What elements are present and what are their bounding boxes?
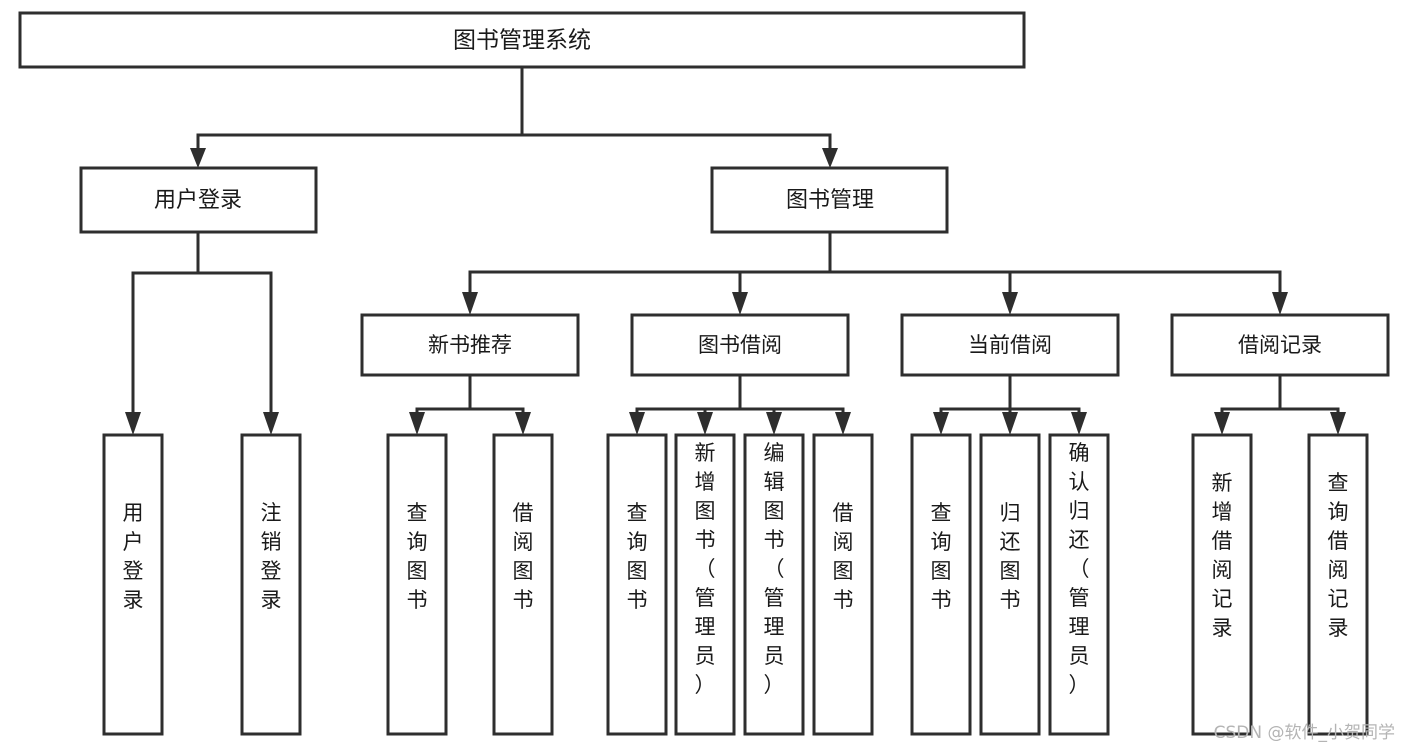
leaf-borrow-record-query[interactable]: 查询借阅记录 (1307, 433, 1369, 736)
leaf-book-borrow-edit[interactable]: 编辑图书（管理员） (743, 433, 805, 736)
leaf-current-borrow-confirm-label: 确认归还（管理员） (1069, 441, 1090, 697)
leaf-user-login-login-box[interactable] (102, 433, 164, 736)
node-new-book-recommend-label: 新书推荐 (428, 333, 512, 357)
leaf-book-borrow-query-label: 查询图书 (627, 501, 648, 612)
leaf-new-book-query-label: 查询图书 (407, 501, 428, 612)
arrow-head-new-book (462, 292, 478, 315)
leaf-book-borrow-borrow[interactable]: 借阅图书 (812, 433, 874, 736)
leaf-borrow-record-add[interactable]: 新增借阅记录 (1191, 433, 1253, 736)
node-book-borrow-label: 图书借阅 (698, 333, 782, 357)
leaf-borrow-record-query-box[interactable] (1307, 433, 1369, 736)
arrow-head-leaf-logout-login (263, 412, 279, 435)
arrow-head-cb-leaf-1 (933, 412, 949, 435)
leaf-book-borrow-query-box[interactable] (606, 433, 668, 736)
leaf-book-borrow-add-box[interactable] (674, 433, 736, 736)
leaf-current-borrow-return-label: 归还图书 (1000, 501, 1021, 612)
node-borrow-record-label: 借阅记录 (1238, 333, 1322, 357)
node-user-login-box[interactable] (79, 166, 318, 234)
leaf-current-borrow-query-box[interactable] (910, 433, 972, 736)
leaf-borrow-record-query-label: 查询借阅记录 (1328, 471, 1349, 640)
node-book-borrow[interactable]: 图书借阅 (630, 313, 850, 377)
arrow-head-bb-leaf-4 (835, 412, 851, 435)
arrow-head-bb-leaf-3 (766, 412, 782, 435)
node-book-management[interactable]: 图书管理 (710, 166, 949, 234)
leaf-current-borrow-query-label: 查询图书 (931, 501, 952, 612)
node-current-borrow[interactable]: 当前借阅 (900, 313, 1120, 377)
leaf-user-login-login-label: 用户登录 (123, 501, 144, 612)
node-new-book-recommend[interactable]: 新书推荐 (360, 313, 580, 377)
node-current-borrow-box[interactable] (900, 313, 1120, 377)
leaf-borrow-record-add-label: 新增借阅记录 (1212, 471, 1233, 640)
node-borrow-record-box[interactable] (1170, 313, 1390, 377)
leaf-user-login-logout[interactable]: 注销登录 (240, 433, 302, 736)
arrow-head-user-login (190, 148, 206, 168)
arrow-head-book-borrow (732, 292, 748, 315)
node-book-management-label: 图书管理 (786, 188, 874, 213)
node-book-borrow-box[interactable] (630, 313, 850, 377)
leaf-new-book-borrow-label: 借阅图书 (513, 501, 534, 612)
leaf-user-login-logout-box[interactable] (240, 433, 302, 736)
arrow-head-nb-leaf-2 (515, 412, 531, 435)
leaf-current-borrow-query[interactable]: 查询图书 (910, 433, 972, 736)
arrow-head-br-leaf-2 (1330, 412, 1346, 435)
node-root-label: 图书管理系统 (453, 28, 591, 54)
arrow-head-borrow-record (1272, 292, 1288, 315)
leaf-current-borrow-confirm[interactable]: 确认归还（管理员） (1048, 433, 1110, 736)
leaf-book-borrow-borrow-label: 借阅图书 (833, 501, 854, 612)
node-user-login[interactable]: 用户登录 (79, 166, 318, 234)
node-user-login-label: 用户登录 (154, 188, 242, 213)
leaf-book-borrow-borrow-box[interactable] (812, 433, 874, 736)
node-root-box[interactable] (18, 11, 1026, 69)
arrow-head-leaf-user-login (125, 412, 141, 435)
node-current-borrow-label: 当前借阅 (968, 333, 1052, 357)
leaf-borrow-record-add-box[interactable] (1191, 433, 1253, 736)
leaf-new-book-query-box[interactable] (386, 433, 448, 736)
node-book-management-box[interactable] (710, 166, 949, 234)
leaf-book-borrow-edit-label: 编辑图书（管理员） (764, 441, 785, 697)
leaf-book-borrow-query[interactable]: 查询图书 (606, 433, 668, 736)
node-borrow-record[interactable]: 借阅记录 (1170, 313, 1390, 377)
arrow-head-current-borrow (1002, 292, 1018, 315)
leaf-new-book-borrow[interactable]: 借阅图书 (492, 433, 554, 736)
connector-layer (125, 65, 1346, 435)
node-new-book-recommend-box[interactable] (360, 313, 580, 377)
leaf-book-borrow-add-label: 新增图书（管理员） (695, 441, 716, 697)
node-root[interactable]: 图书管理系统 (18, 11, 1026, 69)
leaf-user-login-logout-label: 注销登录 (261, 501, 282, 612)
leaf-new-book-query[interactable]: 查询图书 (386, 433, 448, 736)
leaf-book-borrow-add[interactable]: 新增图书（管理员） (674, 433, 736, 736)
leaf-current-borrow-confirm-box[interactable] (1048, 433, 1110, 736)
arrow-head-book-mgmt (822, 148, 838, 168)
arrow-head-cb-leaf-2 (1002, 412, 1018, 435)
leaf-user-login-login[interactable]: 用户登录 (102, 433, 164, 736)
arrow-head-nb-leaf-1 (409, 412, 425, 435)
arrow-head-br-leaf-1 (1214, 412, 1230, 435)
leaf-new-book-borrow-box[interactable] (492, 433, 554, 736)
leaf-book-borrow-edit-box[interactable] (743, 433, 805, 736)
arrow-head-bb-leaf-1 (629, 412, 645, 435)
leaf-current-borrow-return-box[interactable] (979, 433, 1041, 736)
leaf-current-borrow-return[interactable]: 归还图书 (979, 433, 1041, 736)
arrow-head-bb-leaf-2 (697, 412, 713, 435)
arrow-head-cb-leaf-3 (1071, 412, 1087, 435)
